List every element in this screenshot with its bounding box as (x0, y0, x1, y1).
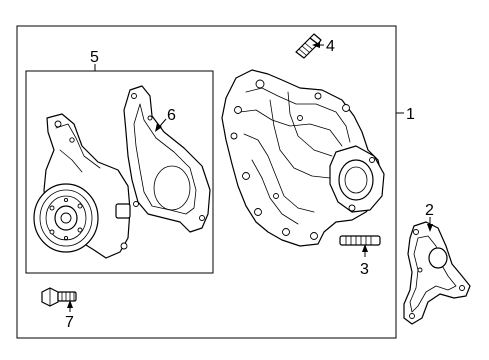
callout-6: 6 (167, 107, 176, 124)
arrow-4 (312, 42, 320, 48)
callout-2: 2 (425, 202, 434, 219)
arrow-6 (155, 123, 162, 132)
leader-6 (159, 118, 167, 127)
callout-4: 4 (326, 38, 335, 55)
bolt (41, 287, 77, 307)
callout-7: 7 (65, 314, 74, 331)
bracket-gasket (403, 221, 471, 325)
callout-3: 3 (360, 261, 369, 278)
callout-1: 1 (406, 106, 415, 123)
pump-subassembly (33, 113, 131, 259)
arrow-2 (427, 224, 433, 232)
gasket (123, 85, 211, 233)
stud-lower (339, 235, 381, 246)
subassembly-frame (25, 70, 214, 274)
arrow-3 (362, 244, 368, 252)
arrow-7 (67, 300, 73, 308)
pump-housing (221, 69, 385, 247)
callout-5: 5 (90, 49, 99, 66)
assembly-frame (16, 25, 397, 339)
